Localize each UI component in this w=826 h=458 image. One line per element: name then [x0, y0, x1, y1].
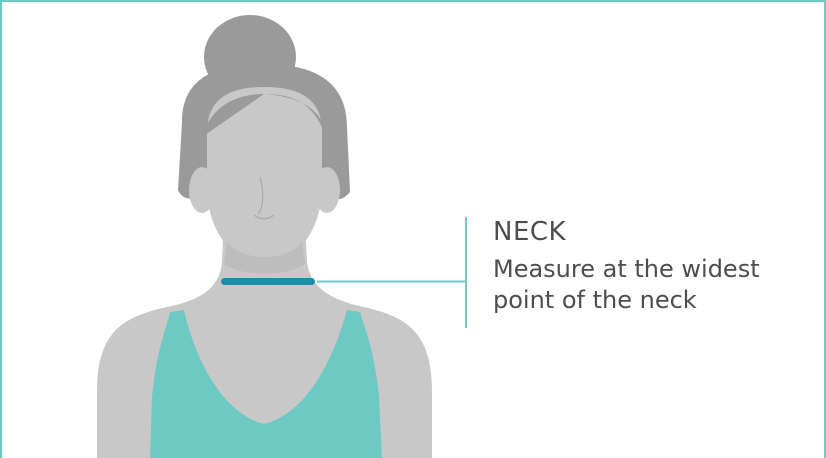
callout-description: Measure at the widest point of the neck: [493, 254, 813, 316]
neck-measuring-tape-icon: [221, 278, 315, 285]
callout-title: NECK: [493, 216, 813, 248]
neck-callout: NECK Measure at the widest point of the …: [493, 216, 813, 316]
